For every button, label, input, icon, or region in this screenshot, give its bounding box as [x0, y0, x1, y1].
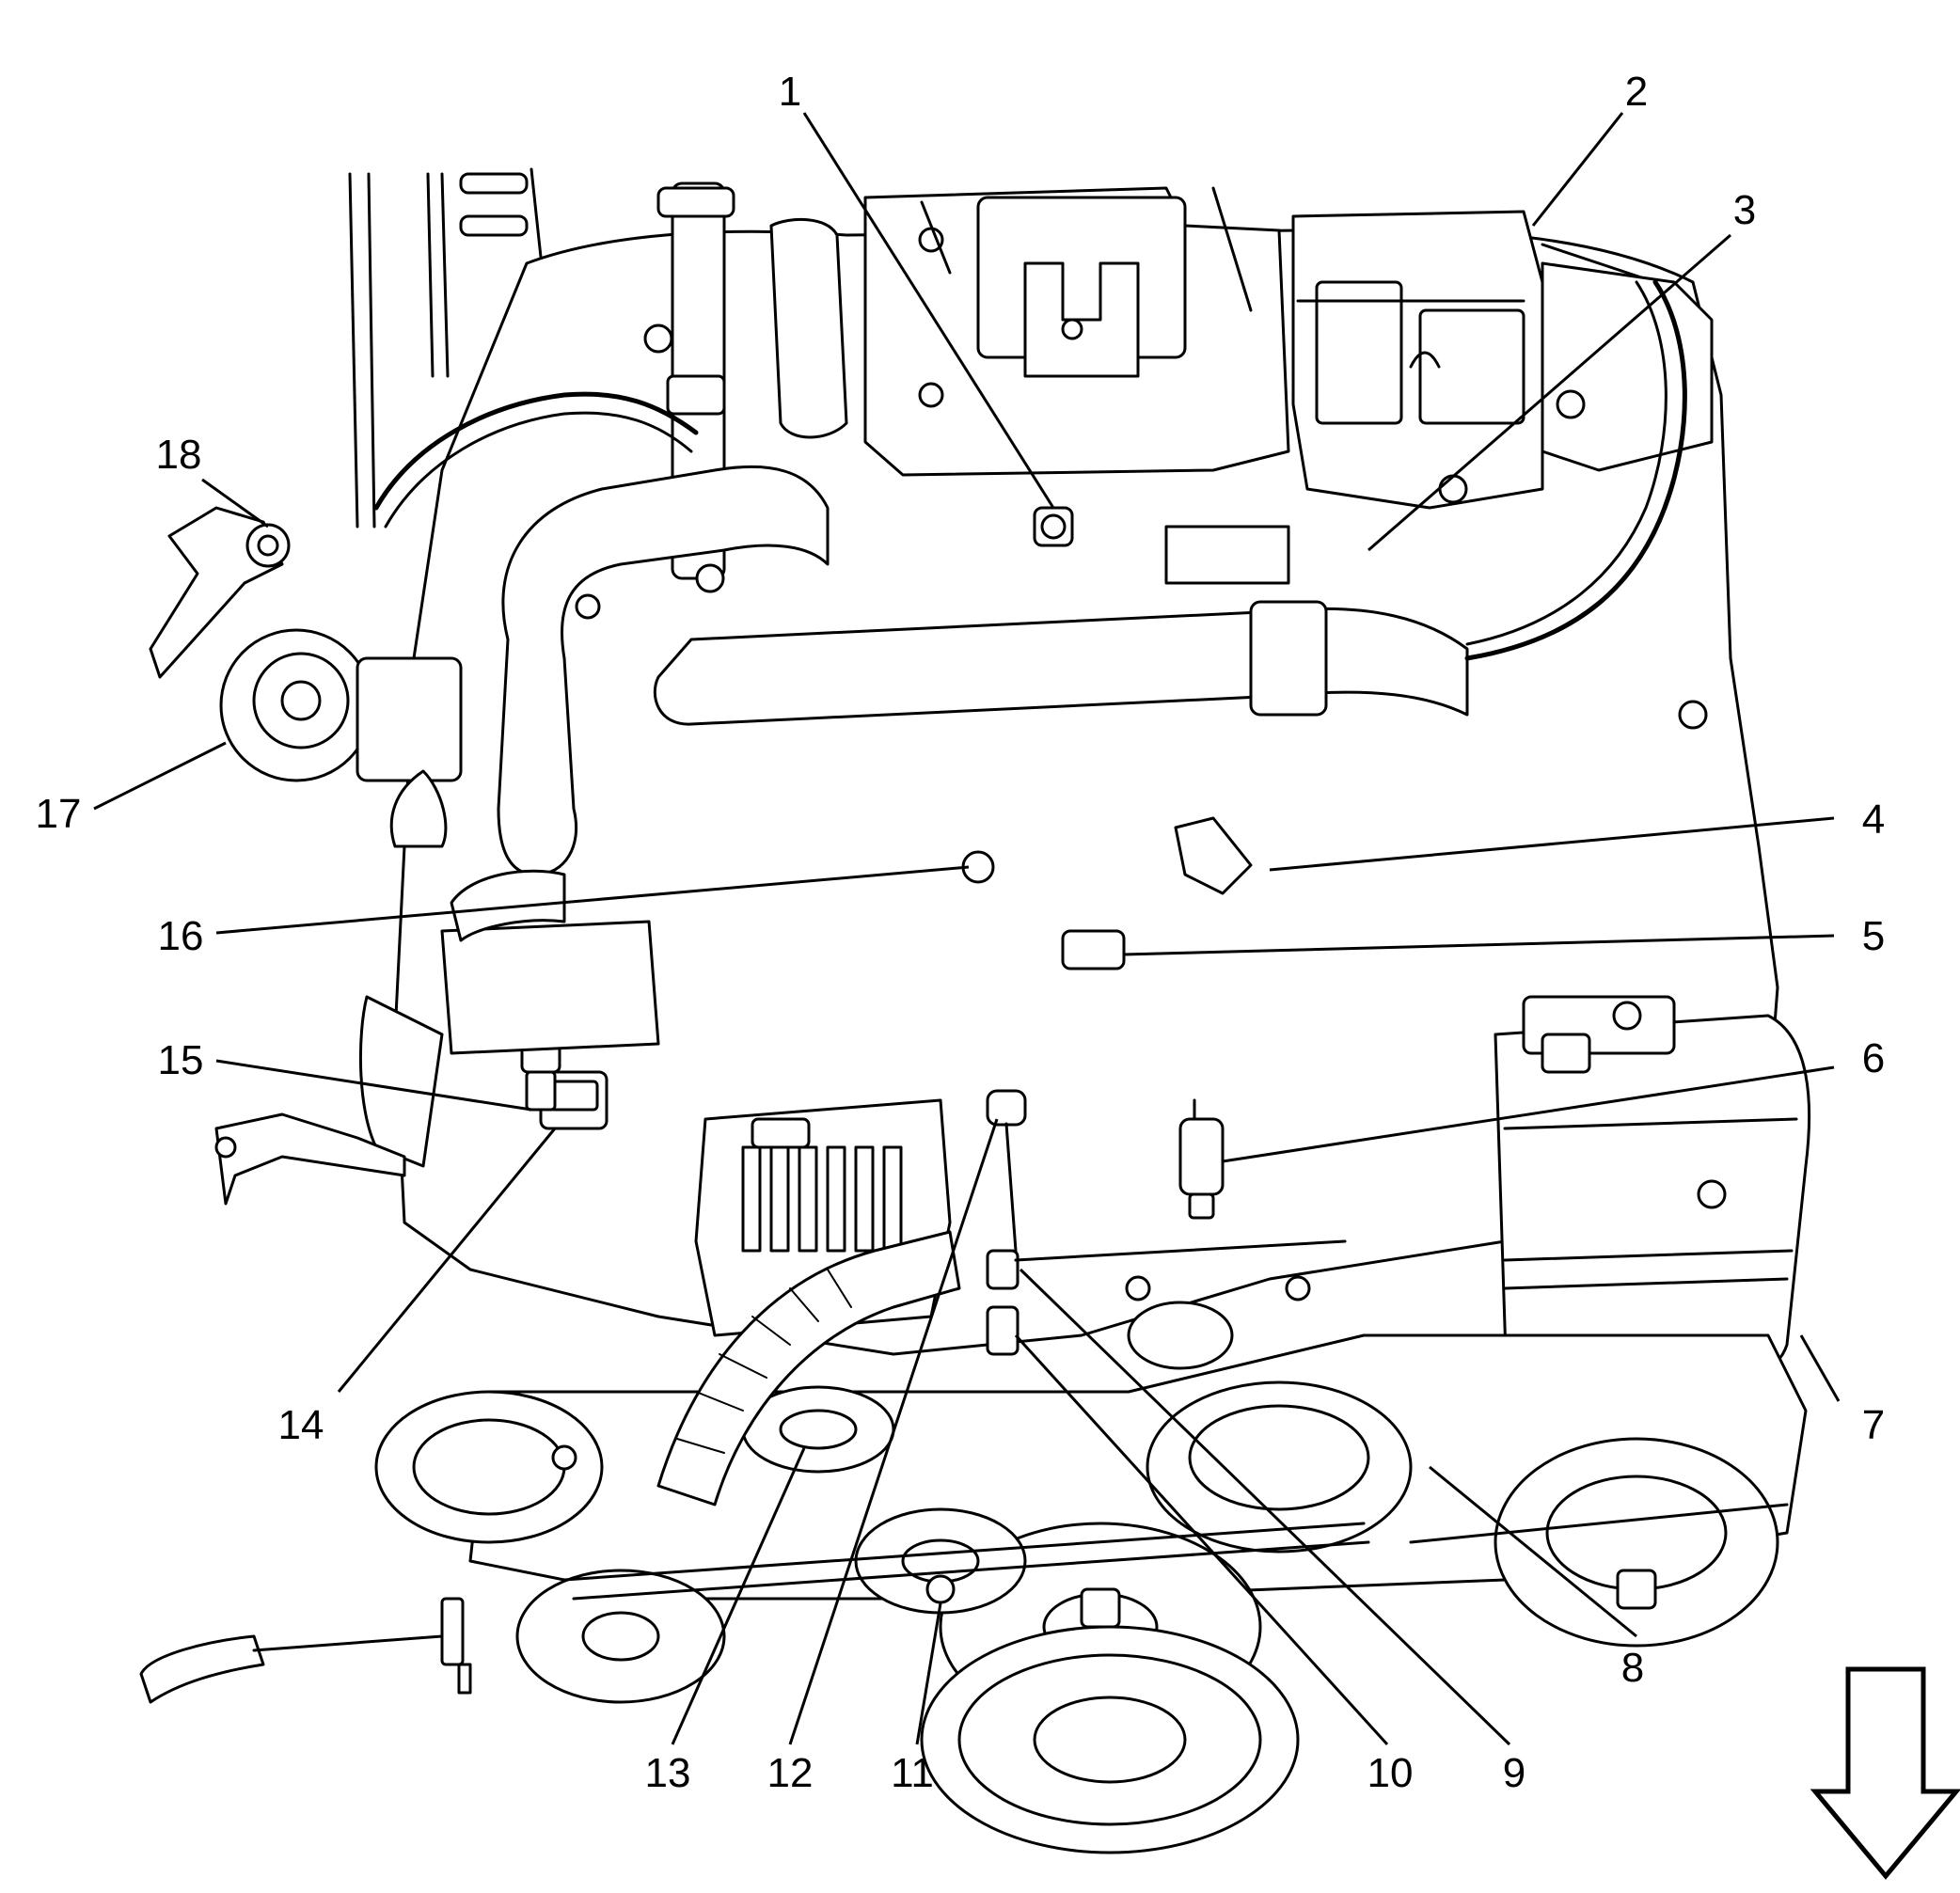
control-module-2 — [1291, 210, 1714, 510]
callout-8: 8 — [1621, 1645, 1644, 1691]
callout-16: 16 — [158, 913, 204, 959]
wrapped-harness-front — [656, 1230, 961, 1507]
callout-13: 13 — [645, 1750, 691, 1796]
leader-9 — [1019, 1268, 1511, 1746]
connector-18 — [149, 506, 291, 679]
leader-6 — [1222, 1065, 1835, 1163]
callout-6: 6 — [1862, 1035, 1885, 1081]
leader-11 — [915, 1602, 942, 1745]
throttle-body-17 — [219, 628, 463, 848]
sensor-cluster-center — [1033, 506, 1328, 895]
sensor-11 — [925, 1574, 956, 1604]
callout-15: 15 — [158, 1037, 204, 1083]
callout-2: 2 — [1625, 69, 1648, 115]
leader-15 — [215, 1059, 532, 1112]
sensor-12 — [986, 1089, 1027, 1127]
callout-9: 9 — [1503, 1750, 1525, 1796]
ac-compressor-7 — [1494, 995, 1811, 1394]
callout-12: 12 — [767, 1750, 814, 1796]
callout-11: 11 — [891, 1750, 934, 1796]
leader-16 — [215, 865, 970, 935]
leader-7 — [1799, 1334, 1841, 1402]
arrow-down-icon — [1810, 1666, 1960, 1880]
callout-3: 3 — [1733, 187, 1756, 233]
leader-1 — [802, 112, 1055, 509]
generator — [694, 1098, 952, 1337]
leader-10 — [1014, 1333, 1389, 1746]
engine-illustration — [139, 167, 1811, 1854]
leader-2 — [1531, 112, 1624, 227]
leader-5 — [1123, 934, 1835, 956]
frame-rails — [348, 167, 547, 528]
sensor-10 — [986, 1305, 1020, 1356]
accessory-drive — [374, 1333, 1808, 1854]
sensor-6 — [1178, 1098, 1225, 1220]
harness-end-lower-left — [139, 1597, 472, 1704]
wiring-harness-upper — [373, 391, 699, 511]
leader-8 — [1429, 1465, 1637, 1638]
callout-labels: 1 2 3 4 5 6 7 8 9 10 11 12 13 14 15 16 1… — [36, 69, 1886, 1796]
callout-10: 10 — [1367, 1750, 1414, 1796]
fasteners — [214, 323, 1727, 1471]
leader-14 — [337, 1128, 557, 1393]
callout-5: 5 — [1862, 913, 1885, 959]
callout-1: 1 — [779, 69, 801, 115]
left-front-components — [214, 850, 995, 1206]
lower-center-sensors — [925, 1089, 1347, 1604]
leader-3 — [1367, 233, 1731, 552]
leader-12 — [788, 1118, 999, 1745]
callout-17: 17 — [36, 791, 82, 837]
intake-manifold — [863, 186, 1290, 477]
callout-18: 18 — [156, 432, 202, 478]
connector-5 — [1061, 929, 1126, 970]
leader-lines — [93, 112, 1841, 1746]
leader-4 — [1269, 816, 1835, 872]
leader-17 — [93, 741, 227, 811]
sensor-9 — [986, 1249, 1020, 1290]
leader-13 — [671, 1447, 806, 1745]
callout-14: 14 — [278, 1402, 324, 1448]
callout-7: 7 — [1862, 1402, 1885, 1448]
callout-4: 4 — [1862, 797, 1885, 843]
leader-18 — [201, 478, 269, 528]
